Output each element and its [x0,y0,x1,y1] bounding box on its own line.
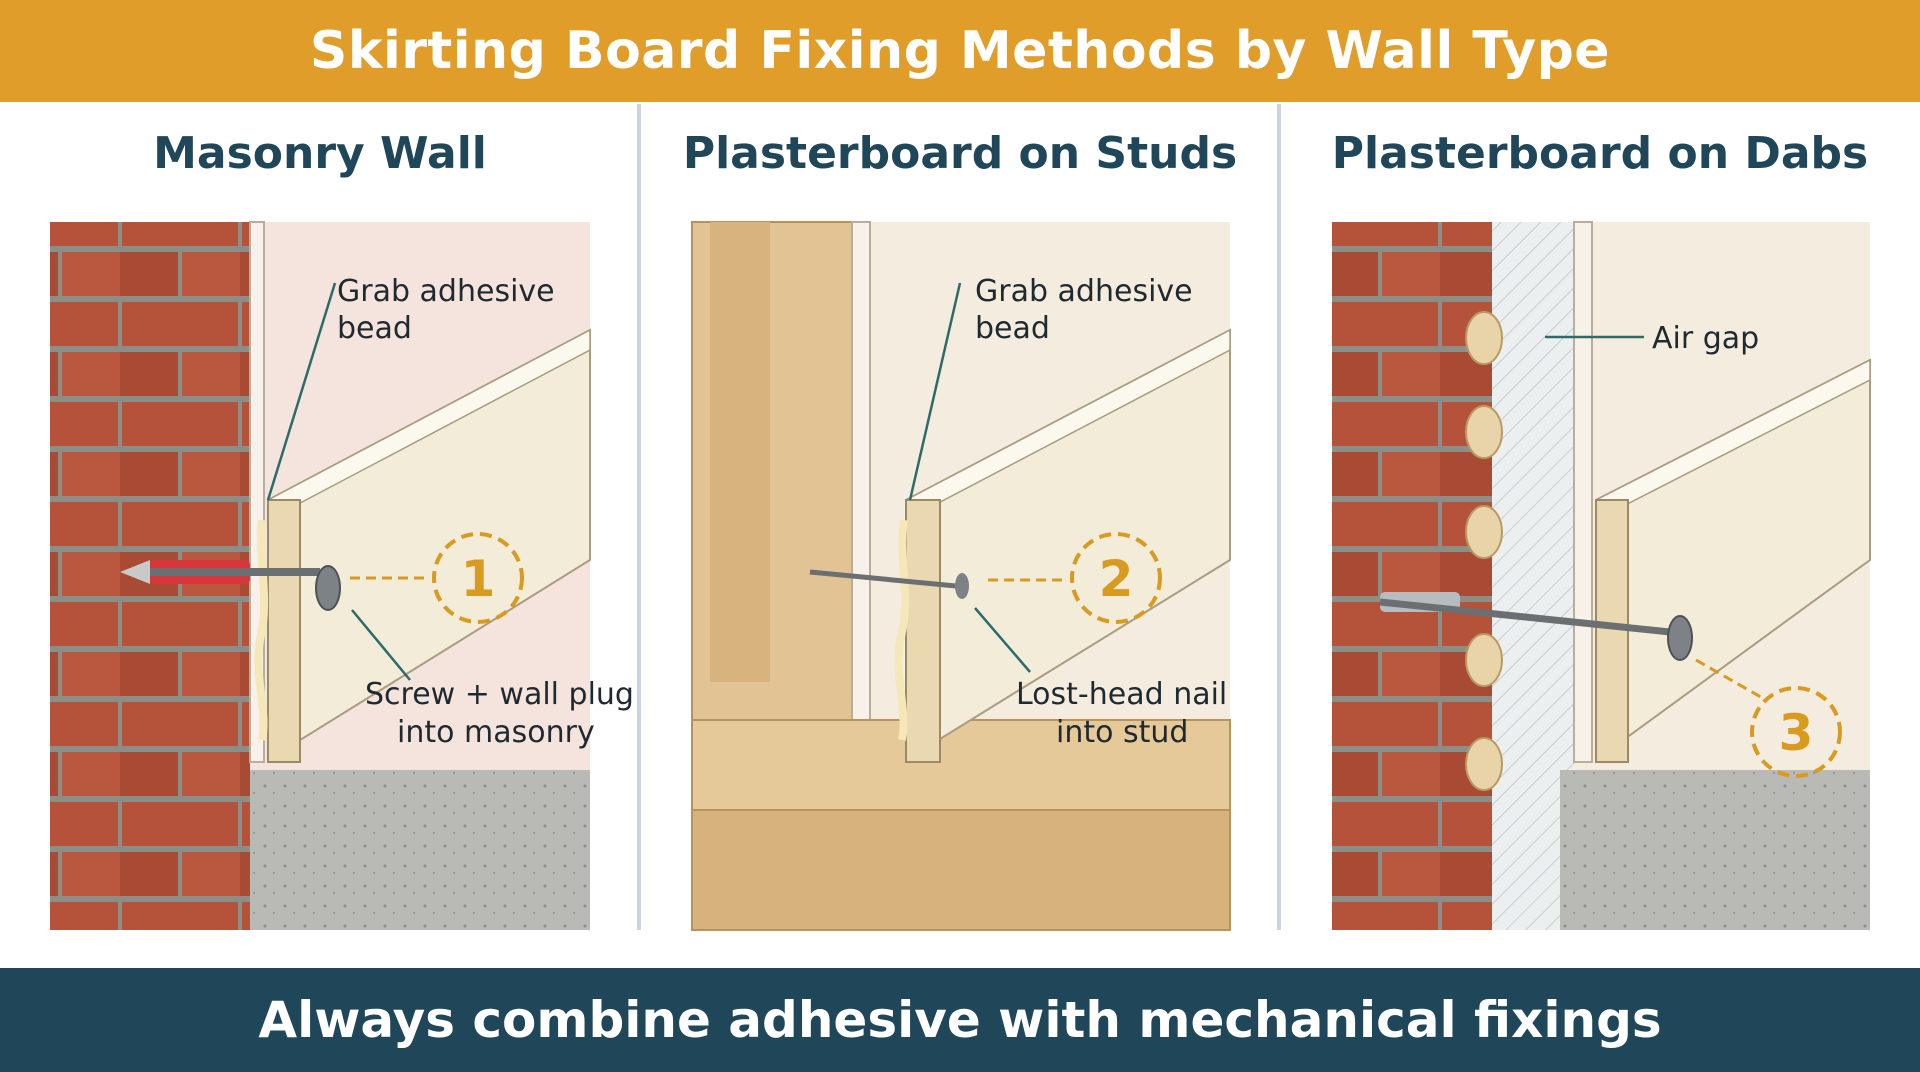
floor-slab [250,770,590,930]
page-title: Skirting Board Fixing Methods by Wall Ty… [309,21,1611,81]
panel-title-studs: Plasterboard on Studs [682,128,1238,179]
callout-number-1: 1 [461,550,496,608]
lost-head-nail [809,569,957,589]
label-bead-1: bead [337,311,412,346]
label-into-stud: into stud [1056,715,1188,750]
callout-circle-3 [1750,686,1842,778]
studs-illustration [691,221,1231,931]
label-air-gap: Air gap [1652,321,1759,356]
long-screw [1379,598,1671,636]
label-lost-head-nail: Lost-head nail [1016,677,1227,712]
header-bar: Skirting Board Fixing Methods by Wall Ty… [0,0,1920,102]
panel-divider-right [1277,104,1281,930]
label-grab-adhesive-2: Grab adhesive [975,274,1193,309]
callout-circle-2 [1070,532,1162,624]
adhesive-dabs [1465,311,1503,791]
plasterboard-sheet [851,221,871,763]
adhesive-bead-1 [254,519,269,741]
label-grab-adhesive-1: Grab adhesive [337,274,555,309]
label-into-masonry: into masonry [397,715,595,750]
callout-number-2: 2 [1099,550,1134,608]
callout-number-3: 3 [1779,704,1814,762]
callout-circle-1 [432,532,524,624]
panel-title-dabs: Plasterboard on Dabs [1331,128,1869,179]
adhesive-bead-2 [894,519,910,741]
label-bead-2: bead [975,311,1050,346]
masonry-illustration [50,221,591,930]
panel-divider-left [637,104,641,930]
screw-head-1 [315,565,341,611]
panel-title-masonry: Masonry Wall [153,128,487,179]
footer-bar: Always combine adhesive with mechanical … [0,968,1920,1072]
label-screw-plug: Screw + wall plug [365,677,634,712]
footer-tip: Always combine adhesive with mechanical … [258,991,1662,1049]
dabs-illustration [1332,221,1871,930]
plasterboard-sheet-3 [1573,221,1593,763]
